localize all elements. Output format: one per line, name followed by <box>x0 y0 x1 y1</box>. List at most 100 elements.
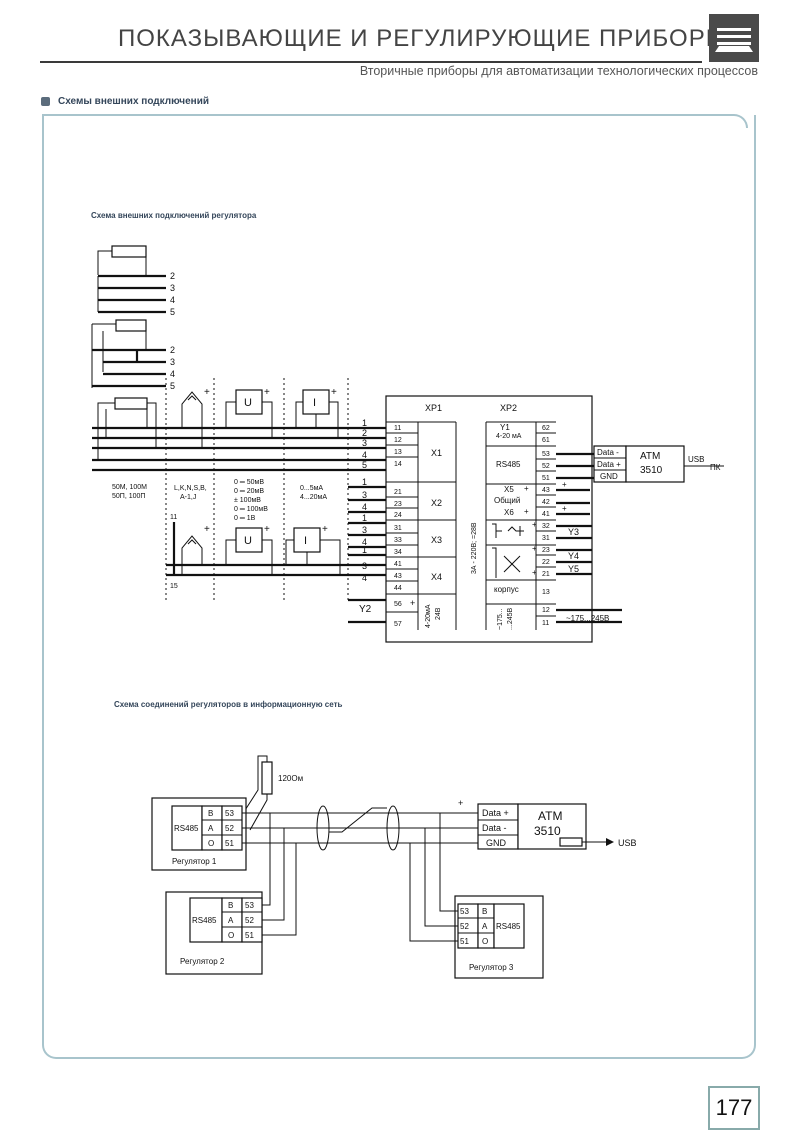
svg-text:3510: 3510 <box>534 824 561 838</box>
svg-text:2: 2 <box>362 428 367 438</box>
diagram1-caption: Схема внешних подключений регулятора <box>91 211 257 220</box>
svg-text:+: + <box>562 480 567 489</box>
svg-text:0 ═ 100мВ: 0 ═ 100мВ <box>234 506 268 513</box>
current-source-1: I + <box>295 387 339 438</box>
svg-text:11: 11 <box>542 620 549 627</box>
svg-text:USB: USB <box>688 455 704 464</box>
svg-text:44: 44 <box>394 585 402 592</box>
atm-3510-converter-2: Data + Data - GND ATM 3510 USB <box>477 803 637 850</box>
svg-text:Data +: Data + <box>597 460 621 469</box>
svg-text:~175...245В: ~175...245В <box>566 614 609 623</box>
svg-text:2: 2 <box>170 345 175 355</box>
svg-text:± 100мВ: ± 100мВ <box>234 497 261 504</box>
svg-text:X2: X2 <box>431 498 442 508</box>
svg-text:+: + <box>532 520 537 529</box>
svg-text:+: + <box>331 387 337 398</box>
regulator-3: 53 52 51 B A O RS485 Регулятор 3 <box>454 895 544 979</box>
discrete-inputs-wires: + + <box>556 480 590 516</box>
svg-text:13: 13 <box>542 589 550 596</box>
svg-text:Data -: Data - <box>482 823 507 833</box>
svg-text:Регулятор 3: Регулятор 3 <box>469 963 514 972</box>
svg-text:50П, 100П: 50П, 100П <box>112 493 145 500</box>
svg-text:1: 1 <box>362 477 367 487</box>
svg-text:+: + <box>458 798 463 808</box>
svg-text:3А - 220В; =28В: 3А - 220В; =28В <box>471 522 478 574</box>
svg-text:51: 51 <box>245 931 254 940</box>
logo-stripes-icon <box>715 28 753 52</box>
svg-text:53: 53 <box>245 901 254 910</box>
svg-text:51: 51 <box>460 937 469 946</box>
svg-text:X4: X4 <box>431 572 442 582</box>
svg-text:3: 3 <box>362 525 367 535</box>
svg-text:43: 43 <box>394 573 402 580</box>
svg-text:A: A <box>228 916 234 925</box>
svg-text:I: I <box>304 535 307 547</box>
y2-output: Y2 <box>348 598 386 624</box>
svg-text:3: 3 <box>362 561 367 571</box>
svg-text:Y3: Y3 <box>568 527 579 537</box>
svg-text:I: I <box>313 397 316 409</box>
svg-text:13: 13 <box>394 449 402 456</box>
svg-text:Data +: Data + <box>482 808 509 818</box>
rtd-sensor-2: 2 3 4 5 <box>91 319 175 391</box>
svg-text:Y2: Y2 <box>359 604 372 615</box>
svg-text:O: O <box>482 937 488 946</box>
thermocouple-sensor-2: 11 15 + <box>170 514 210 590</box>
atm-3510-converter: Data - Data + GND ATM 3510 USB ПК <box>593 445 724 483</box>
svg-text:120Ом: 120Ом <box>278 774 303 783</box>
svg-text:4...20мА: 4...20мА <box>300 494 327 501</box>
svg-text:+: + <box>410 598 415 608</box>
svg-text:23: 23 <box>542 547 550 554</box>
page-number: 177 <box>708 1086 760 1130</box>
svg-text:41: 41 <box>542 511 550 518</box>
svg-text:B: B <box>228 901 233 910</box>
svg-text:4-20 мА: 4-20 мА <box>496 433 522 440</box>
svg-text:23: 23 <box>394 501 402 508</box>
svg-text:51: 51 <box>225 839 234 848</box>
svg-text:A: A <box>482 922 488 931</box>
svg-text:43: 43 <box>542 487 550 494</box>
svg-text:X3: X3 <box>431 535 442 545</box>
voltage-source-2: U + <box>225 524 273 575</box>
svg-text:42: 42 <box>542 499 550 506</box>
svg-text:A-1,J: A-1,J <box>180 494 196 501</box>
rtd-sensor-1: 2 3 4 5 <box>97 245 175 317</box>
svg-text:1: 1 <box>362 545 367 555</box>
svg-text:ATM: ATM <box>640 451 660 462</box>
svg-text:11: 11 <box>170 514 177 521</box>
current-source-2: I + <box>285 524 341 575</box>
svg-text:XP2: XP2 <box>500 403 517 413</box>
header-subtitle: Вторичные приборы для автоматизации техн… <box>359 64 758 78</box>
svg-text:2: 2 <box>170 271 175 281</box>
svg-text:RS485: RS485 <box>496 460 521 469</box>
svg-text:ПК: ПК <box>710 463 721 472</box>
content-frame <box>42 115 756 1059</box>
svg-text:15: 15 <box>170 583 178 590</box>
svg-text:56: 56 <box>394 601 402 608</box>
svg-text:50М, 100М: 50М, 100М <box>112 484 147 491</box>
svg-text:Y5: Y5 <box>568 564 579 574</box>
svg-text:0 ═ 1В: 0 ═ 1В <box>234 515 256 522</box>
x3-input-wires: 1 3 4 <box>348 513 386 549</box>
svg-text:24: 24 <box>394 512 402 519</box>
svg-text:3: 3 <box>170 357 175 367</box>
svg-text:Регулятор 1: Регулятор 1 <box>172 857 217 866</box>
svg-text:Y1: Y1 <box>500 423 510 432</box>
x1-input-wires: 1 2 3 4 5 <box>92 418 386 472</box>
svg-text:~175...: ~175... <box>497 608 504 630</box>
svg-text:12: 12 <box>394 437 402 444</box>
svg-text:53: 53 <box>225 809 234 818</box>
rs485-bus: + <box>242 798 478 942</box>
regulator-1: RS485 B A O 53 52 51 Регулятор 1 <box>151 797 247 871</box>
svg-text:1: 1 <box>362 418 367 428</box>
svg-text:4: 4 <box>362 450 367 460</box>
rtd-sensor-3 <box>97 397 157 460</box>
svg-text:Регулятор 2: Регулятор 2 <box>180 957 225 966</box>
svg-text:0 ═ 20мВ: 0 ═ 20мВ <box>234 488 264 495</box>
section-title: Схемы внешних подключений <box>58 96 209 107</box>
svg-text:62: 62 <box>542 425 550 432</box>
svg-text:3: 3 <box>362 438 367 448</box>
svg-text:51: 51 <box>542 475 550 482</box>
relay-2-icon <box>492 547 521 578</box>
